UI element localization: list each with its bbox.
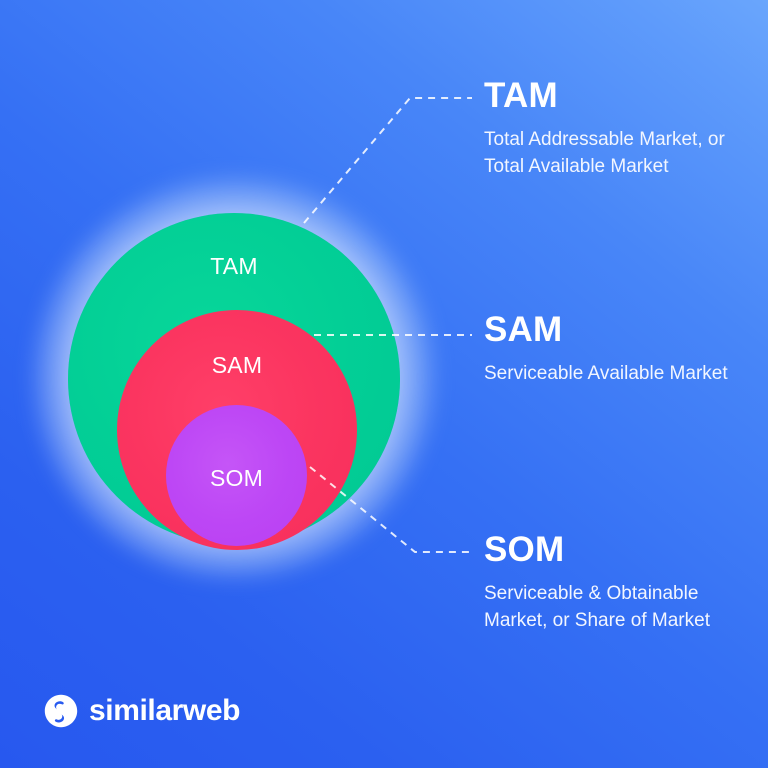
- legend-description-tam: Total Addressable Market, or Total Avail…: [484, 129, 725, 177]
- circle-som: SOM: [166, 405, 307, 546]
- legend-block-som: SOM Serviceable & Obtainable Market, or …: [484, 532, 734, 634]
- connector-line-tam: [303, 97, 472, 224]
- legend-description-sam: Serviceable Available Market: [484, 363, 728, 384]
- legend-block-tam: TAM Total Addressable Market, or Total A…: [484, 78, 734, 180]
- circle-sam-label: SAM: [211, 352, 263, 378]
- circle-tam-label: TAM: [210, 253, 258, 279]
- legend-block-sam: SAM Serviceable Available Market: [484, 312, 734, 388]
- legend-description-som: Serviceable & Obtainable Market, or Shar…: [484, 583, 710, 631]
- similarweb-s-mark-icon: [44, 694, 78, 728]
- brand-lockup: similarweb: [44, 694, 240, 728]
- legend-title-som: SOM: [484, 530, 565, 569]
- legend-title-tam: TAM: [484, 76, 558, 115]
- legend-title-sam: SAM: [484, 310, 563, 349]
- circle-som-label: SOM: [210, 465, 263, 491]
- brand-name: similarweb: [89, 694, 241, 727]
